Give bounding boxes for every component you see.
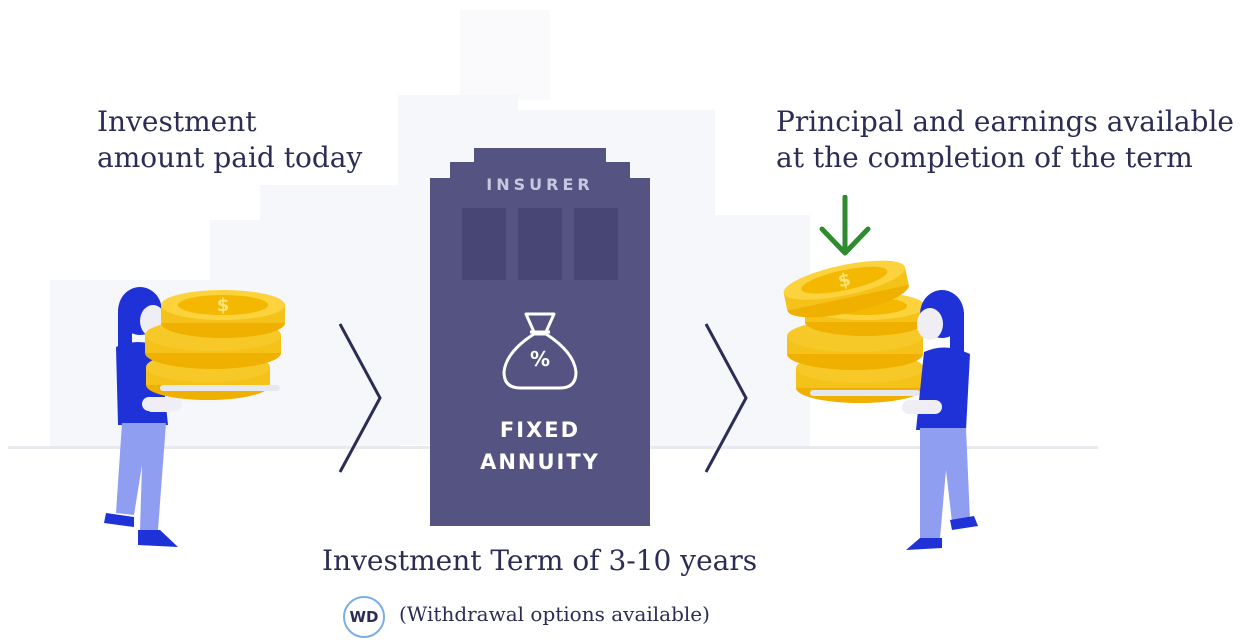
svg-text:$: $ bbox=[217, 295, 230, 316]
chevron-right-icon bbox=[338, 323, 382, 473]
left-caption-line2: amount paid today bbox=[97, 141, 363, 174]
building-top-label: INSURER bbox=[486, 175, 594, 194]
term-caption: Investment Term of 3-10 years bbox=[322, 544, 758, 577]
chevron-right-icon bbox=[704, 323, 748, 473]
right-caption-line1: Principal and earnings available bbox=[776, 105, 1234, 138]
down-arrow-icon bbox=[819, 195, 871, 256]
person-with-coins-right: $ bbox=[783, 260, 978, 550]
building-label-line1: FIXED bbox=[499, 418, 581, 442]
money-bag-percent-icon bbox=[502, 312, 578, 390]
person-with-coins-left: $ bbox=[104, 287, 285, 547]
withdrawal-badge: WD bbox=[343, 596, 385, 638]
insurer-building bbox=[430, 148, 650, 526]
left-caption-line1: Investment bbox=[97, 105, 257, 138]
right-caption-line2: at the completion of the term bbox=[776, 141, 1193, 174]
withdrawal-note: (Withdrawal options available) bbox=[399, 602, 710, 626]
left-caption: Investment amount paid today bbox=[97, 104, 362, 176]
money-bag-percent-text: % bbox=[529, 347, 551, 371]
background-building bbox=[460, 10, 550, 100]
background-building bbox=[640, 215, 810, 446]
building-label: FIXED ANNUITY bbox=[430, 414, 650, 478]
right-caption: Principal and earnings available at the … bbox=[776, 104, 1234, 176]
svg-text:$: $ bbox=[836, 269, 853, 292]
building-label-line2: ANNUITY bbox=[480, 450, 600, 474]
